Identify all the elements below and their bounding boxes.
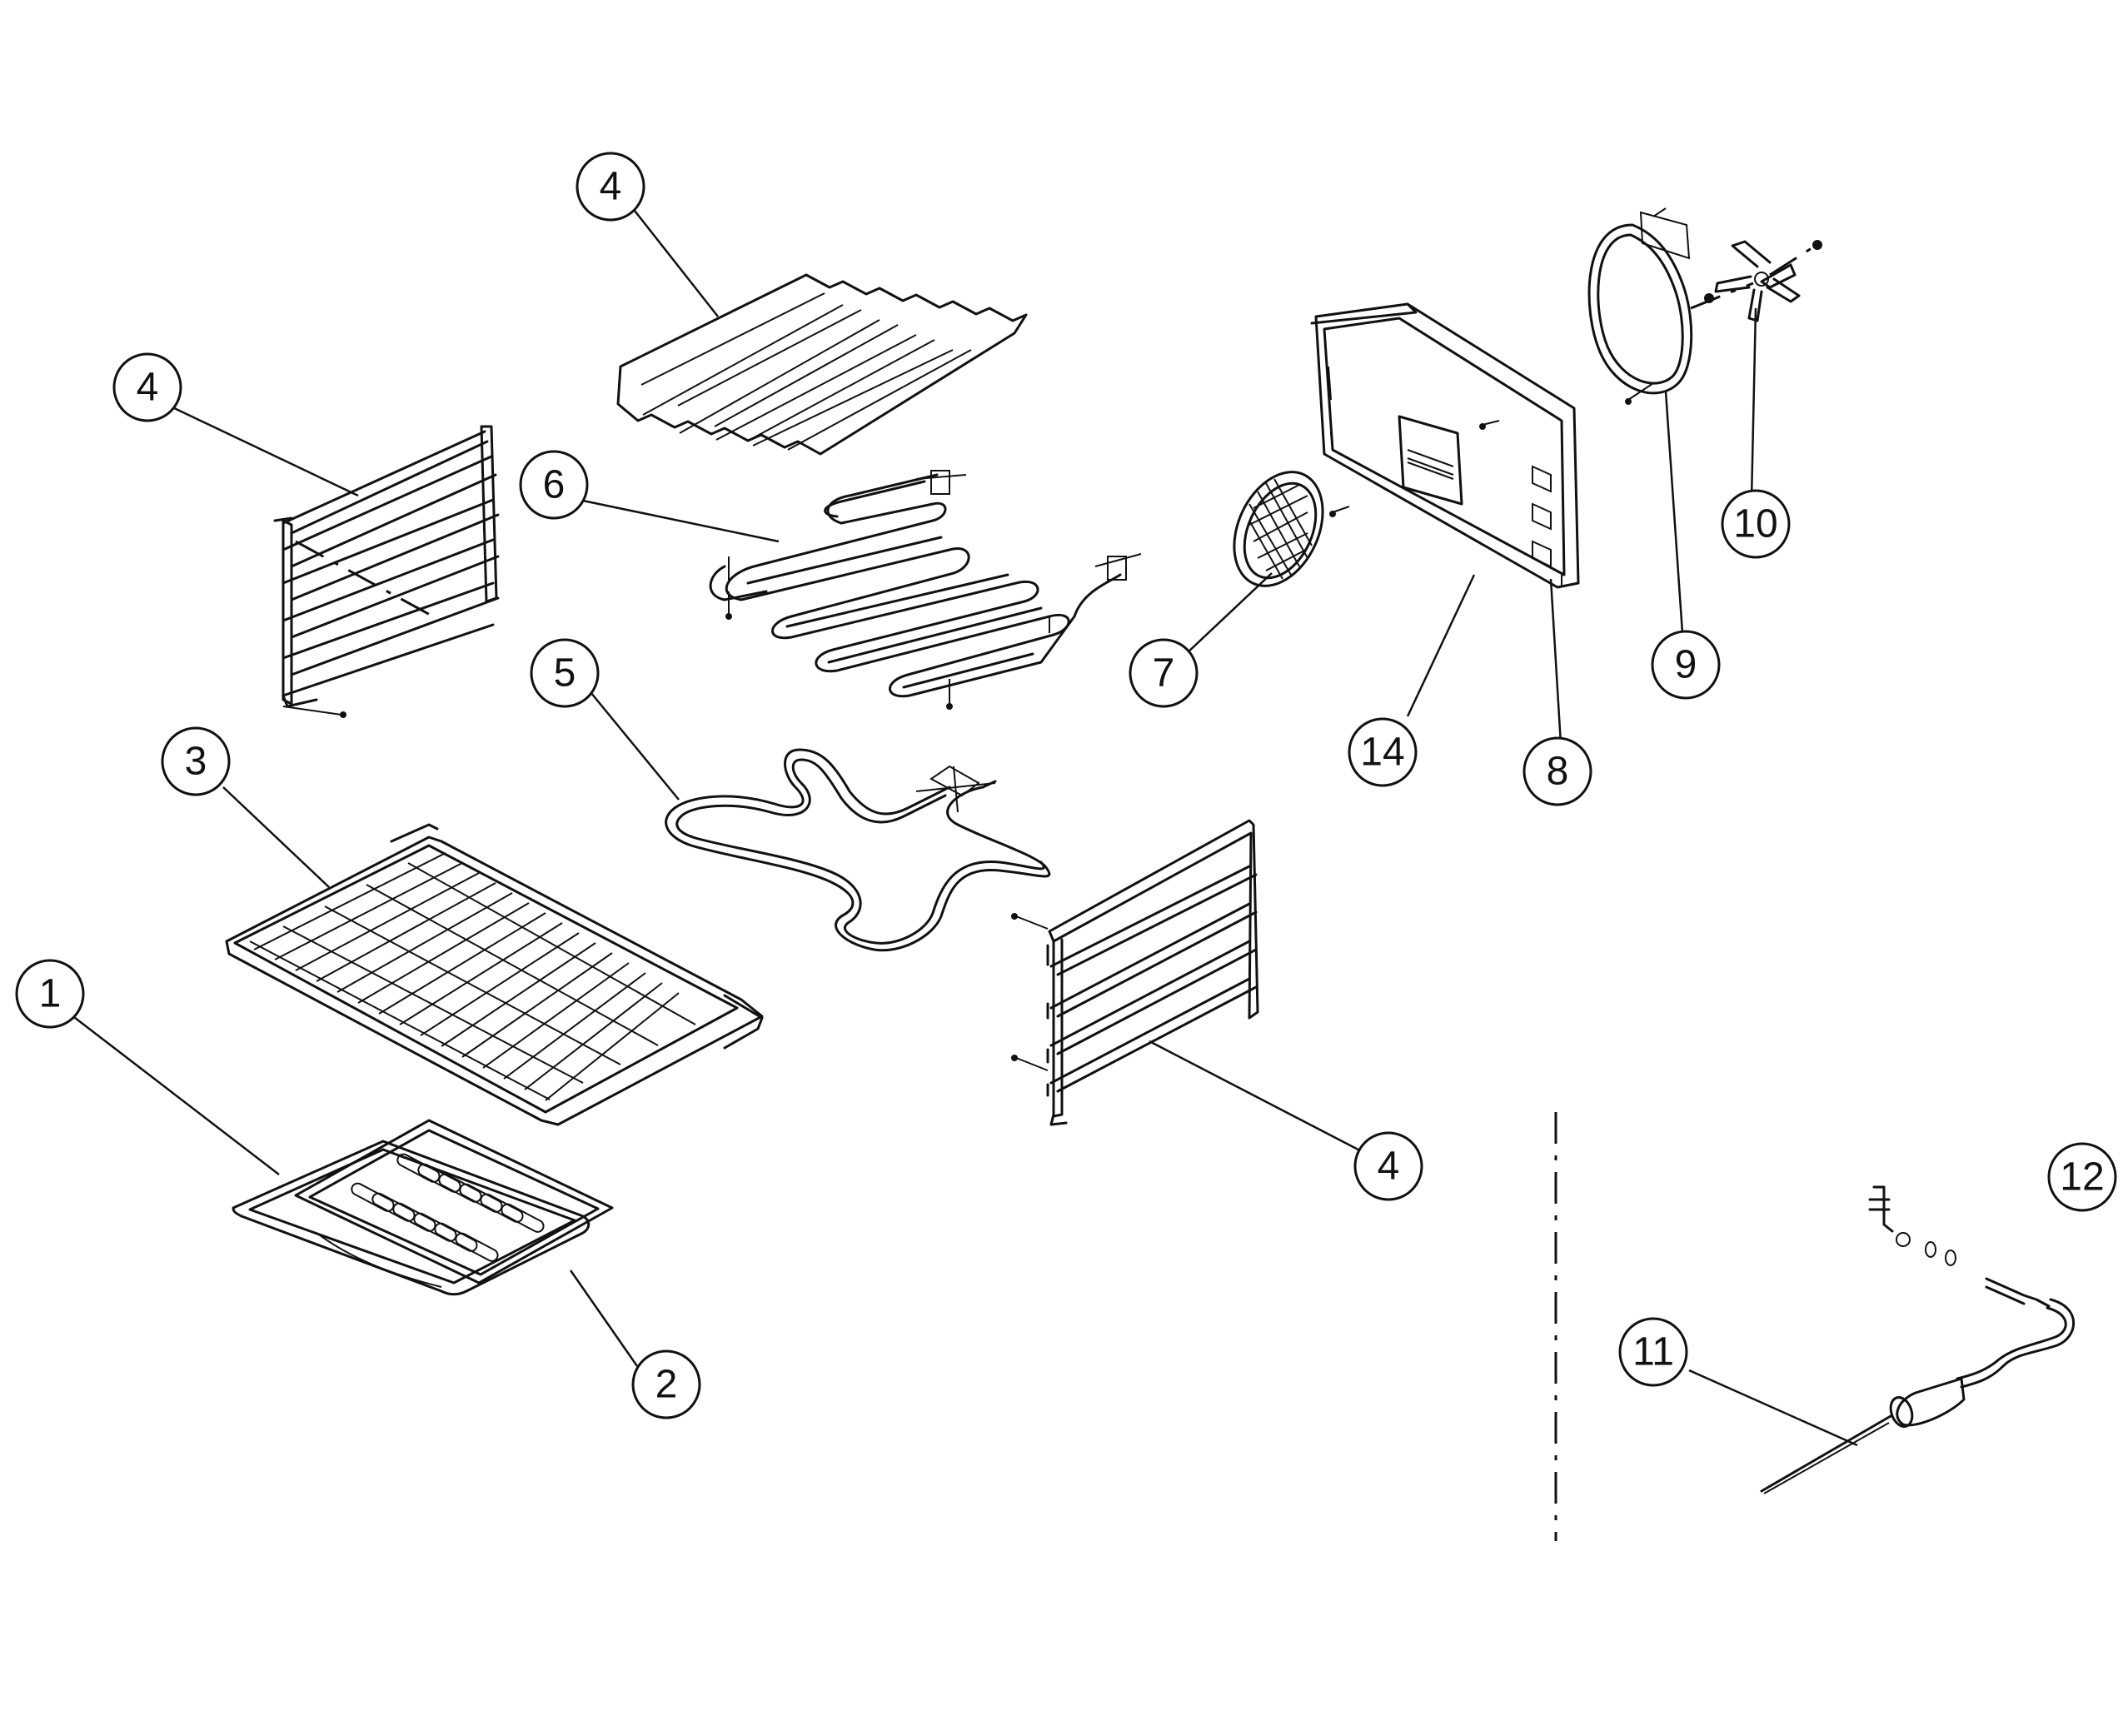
callout-10-label: 9 <box>1675 643 1697 687</box>
callout-4-right: 4 <box>1353 1131 1423 1201</box>
callout-2-label: 2 <box>655 1363 678 1407</box>
callout-9: 8 <box>1522 736 1592 806</box>
callout-8: 7 <box>1129 638 1199 708</box>
callout-6-label: 6 <box>543 463 566 507</box>
callout-8-label: 7 <box>1153 651 1175 696</box>
callout-4-right-label: 4 <box>1378 1145 1400 1189</box>
broil-element-part <box>709 470 1142 710</box>
probe-receptacle-part <box>1868 1185 1956 1266</box>
callout-1-label: 1 <box>39 972 62 1016</box>
fan-cover-panel-part <box>1310 302 1580 589</box>
rack-support-left-part <box>273 425 500 718</box>
callout-4-left: 4 <box>112 352 182 422</box>
callout-7: 4 <box>576 152 645 222</box>
bake-element-part <box>665 748 1051 952</box>
leader-lines <box>70 187 1858 1447</box>
callout-9-label: 8 <box>1547 750 1569 794</box>
callout-4-left-label: 4 <box>137 366 159 410</box>
fan-grille-part <box>1233 471 1324 587</box>
callout-3-label: 3 <box>185 740 207 784</box>
callout-1: 1 <box>15 959 85 1029</box>
rack-support-right-part <box>1011 819 1259 1126</box>
fan-blade-part <box>1690 240 1822 322</box>
callout-12: 11 <box>1618 1317 1688 1387</box>
callout-13-label: 12 <box>2060 1155 2104 1200</box>
meat-probe-part <box>1760 1277 2076 1494</box>
callout-13: 12 <box>2047 1142 2117 1212</box>
callout-7-label: 4 <box>600 165 622 209</box>
callout-14: 14 <box>1348 717 1418 787</box>
callout-14-label: 14 <box>1360 731 1404 775</box>
callout-5: 5 <box>530 638 600 708</box>
corrugated-baffle-part <box>616 273 1028 456</box>
broiler-grid-part <box>294 1119 614 1285</box>
convection-element-part <box>1587 207 1693 405</box>
callout-5-label: 5 <box>554 651 576 696</box>
callout-12-label: 11 <box>1632 1330 1674 1374</box>
oven-rack-part <box>225 823 764 1126</box>
callout-11: 10 <box>1721 489 1791 559</box>
callout-2: 2 <box>631 1349 701 1419</box>
callout-11-label: 10 <box>1733 502 1777 546</box>
callout-10: 9 <box>1651 630 1721 700</box>
callout-6: 6 <box>519 450 589 520</box>
callout-3: 3 <box>161 726 231 796</box>
